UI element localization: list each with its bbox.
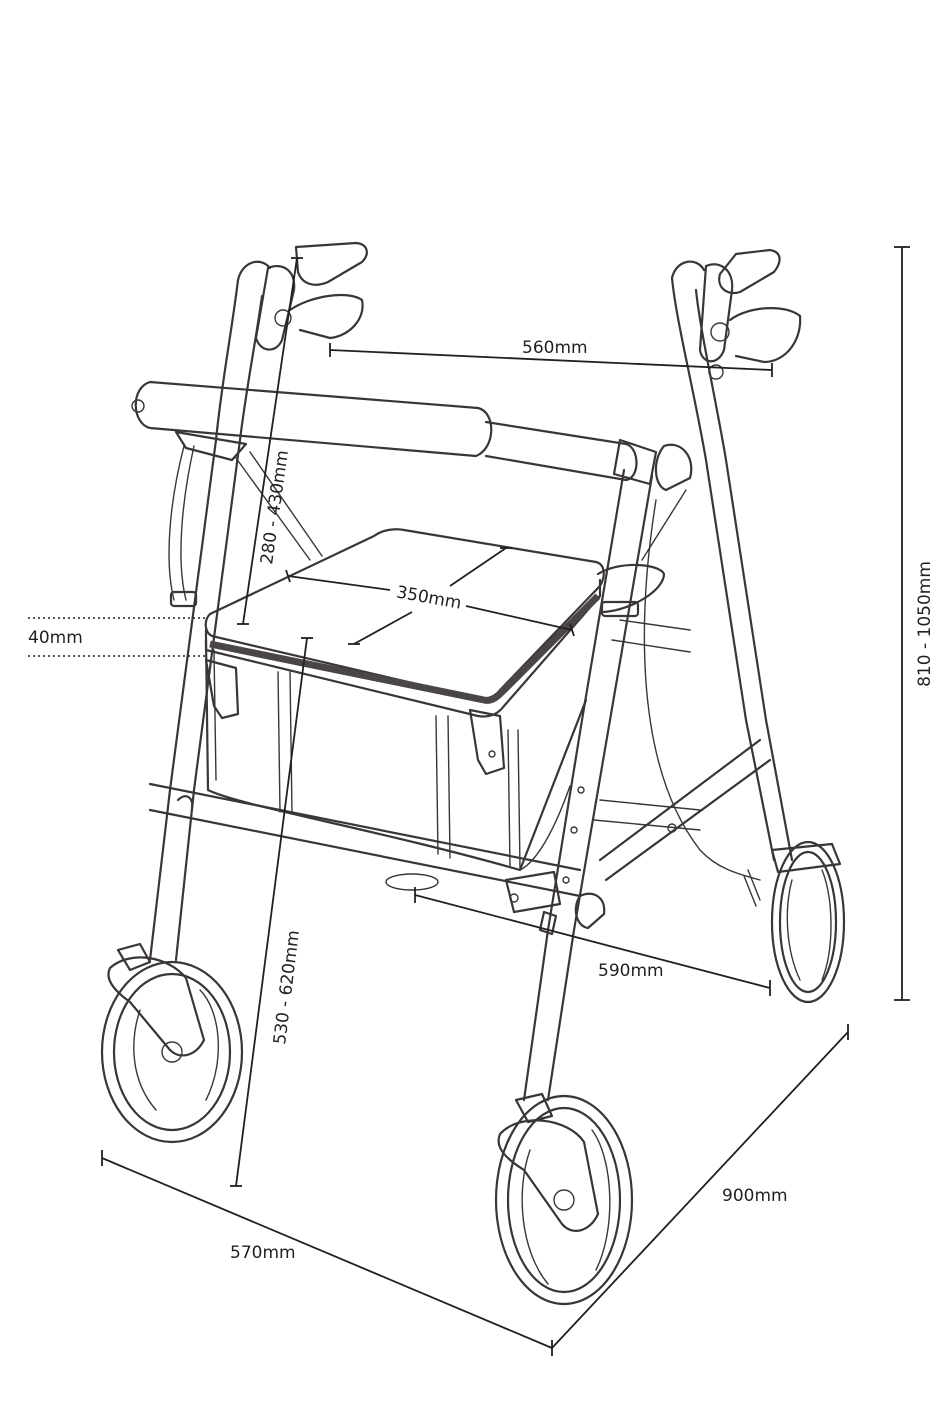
seat-width-label: 350mm [395,583,463,614]
left-front-wheel [102,944,242,1142]
seat-height-dimension [230,638,313,1186]
rollator-illustration [102,243,844,1304]
total-height-dimension [894,247,910,1000]
overall-depth-dimension [552,1024,848,1348]
handle-width-label: 560mm [522,338,588,358]
dimension-labels: 560mm 810 - 1050mm 280 - 430mm 350mm 40m… [28,338,935,1263]
rear-width-dimension [415,887,770,996]
overall-width-dimension [102,1150,552,1356]
right-handle-grip [700,250,800,379]
left-front-leg [150,262,270,960]
seat-height-label: 530 - 620mm [270,929,304,1046]
right-rear-wheel [744,842,844,1002]
total-height-label: 810 - 1050mm [915,561,935,687]
right-front-wheel [496,1094,632,1304]
seat-thickness-label: 40mm [28,628,83,648]
left-handle-grip [256,243,367,350]
right-rear-leg [672,262,792,860]
rear-width-label: 590mm [598,961,664,981]
overall-width-label: 570mm [230,1243,296,1263]
overall-depth-label: 900mm [722,1186,788,1206]
rear-left-wheel-hint [506,872,604,934]
